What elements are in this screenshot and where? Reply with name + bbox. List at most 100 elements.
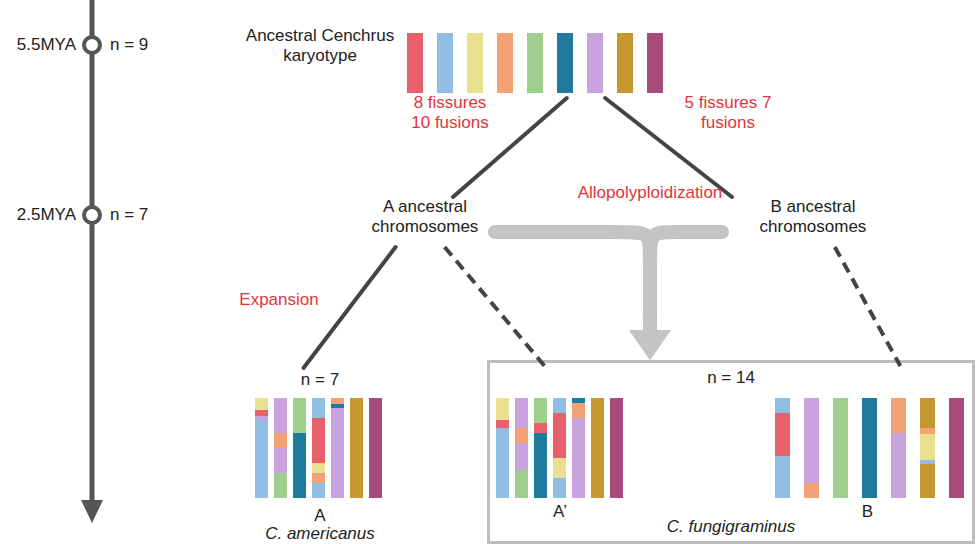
time-label: 2.5MYA <box>0 205 76 225</box>
edge-label: 5 fissures 7 fusions <box>683 93 773 134</box>
chromosome-band <box>515 470 528 498</box>
chromosome-band <box>331 408 344 498</box>
chromosome-band <box>515 428 528 443</box>
chromosome-bar <box>527 33 543 93</box>
chromosome-band <box>833 398 848 498</box>
chromosome-band <box>891 398 906 433</box>
chromosome-band <box>862 398 877 498</box>
chromosome-bar <box>407 33 423 93</box>
chromosome-band <box>255 398 268 410</box>
chromosome-band <box>804 483 819 498</box>
chromosome-band <box>920 428 935 434</box>
chromosome-band <box>274 433 287 448</box>
edge-label: Expansion <box>234 290 324 310</box>
timeline-arrowhead <box>81 500 103 523</box>
chromosome-band <box>553 458 566 478</box>
species-karyotype: n = 7 AC. americanus <box>245 368 395 542</box>
chromosome-band <box>920 434 935 460</box>
chromosome-band <box>293 433 306 498</box>
chromosome-band <box>515 398 528 428</box>
connector-line <box>650 232 722 332</box>
chromosome-band <box>496 428 509 498</box>
node-title: B ancestral chromosomes <box>722 197 904 238</box>
chromosome-band <box>312 418 325 463</box>
chromosome-band <box>775 456 790 498</box>
chromosome-band <box>534 433 547 498</box>
connector-line <box>453 98 567 197</box>
chromosome-bar <box>437 33 453 93</box>
node-title: A ancestral chromosomes <box>355 197 495 238</box>
ancestral-genome: A ancestral chromosomes <box>355 197 495 247</box>
ploidy-label: n = 14 <box>487 368 975 388</box>
chromosome-band <box>274 398 287 433</box>
chromosome-bar <box>647 33 663 93</box>
chromosome-band <box>255 410 268 416</box>
chromosome-number: n = 7 <box>110 205 180 225</box>
descent-line <box>835 247 900 366</box>
chromosome-band <box>553 398 566 413</box>
genome-label: A <box>245 506 395 526</box>
timeline-marker <box>84 37 100 53</box>
genome-label: A’ <box>490 502 630 522</box>
karyotype-group: Ancestral Cenchrus karyotype <box>240 22 670 98</box>
merge-arrow <box>495 232 671 360</box>
edge-label: Allopolyploidization <box>560 183 740 203</box>
chromosome-band <box>804 398 819 483</box>
chromosome-band <box>610 398 623 498</box>
chromosome-band <box>496 420 509 428</box>
chromosome-band <box>515 443 528 470</box>
chromosome-band <box>775 413 790 456</box>
species-name: C. americanus <box>245 524 395 544</box>
chromosome-band <box>312 398 325 418</box>
evolution-line <box>453 98 567 197</box>
subgenome: A’ <box>490 366 630 516</box>
arrow-head <box>629 330 671 360</box>
chromosome-bar <box>497 33 513 93</box>
chromosome-band <box>274 473 287 498</box>
ploidy-label: n = 7 <box>245 370 395 390</box>
chromosome-band <box>369 398 382 498</box>
timeline-axis <box>90 0 95 504</box>
chromosome-bar <box>617 33 633 93</box>
chromosome-band <box>553 413 566 458</box>
chromosome-bar <box>587 33 603 93</box>
chromosome-band <box>775 398 790 413</box>
connector-line <box>495 232 650 332</box>
timeline-marker <box>84 207 100 223</box>
chromosome-band <box>274 448 287 473</box>
chromosome-band <box>920 464 935 498</box>
chromosome-bar <box>467 33 483 93</box>
chromosome-band <box>312 483 325 498</box>
chromosome-number: n = 9 <box>110 35 180 55</box>
chromosome-band <box>920 460 935 464</box>
chromosome-band <box>331 404 344 408</box>
chromosome-band <box>572 418 585 498</box>
chromosome-band <box>312 473 325 483</box>
chromosome-band <box>350 398 363 498</box>
chromosome-band <box>534 423 547 433</box>
chromosome-band <box>572 398 585 403</box>
chromosome-band <box>572 403 585 418</box>
ancestral-genome: B ancestral chromosomes <box>722 197 904 247</box>
edge-label: 8 fissures 10 fusions <box>405 93 495 134</box>
chromosome-band <box>496 398 509 420</box>
chromosome-bar <box>557 33 573 93</box>
merge-arrow <box>629 232 722 360</box>
connector-line <box>605 98 732 197</box>
subgenome: B <box>765 366 970 516</box>
chromosome-band <box>891 433 906 498</box>
polyploid-box: n = 14C. fungigraminusA’B <box>487 360 975 544</box>
chromosome-band <box>255 416 268 420</box>
chromosome-band <box>949 398 964 498</box>
time-label: 5.5MYA <box>0 35 76 55</box>
chromosome-band <box>331 398 344 404</box>
descent-line <box>445 247 545 366</box>
connector-line <box>445 247 545 366</box>
chromosome-band <box>591 398 604 498</box>
chromosome-band <box>534 398 547 423</box>
chromosome-band <box>920 398 935 428</box>
